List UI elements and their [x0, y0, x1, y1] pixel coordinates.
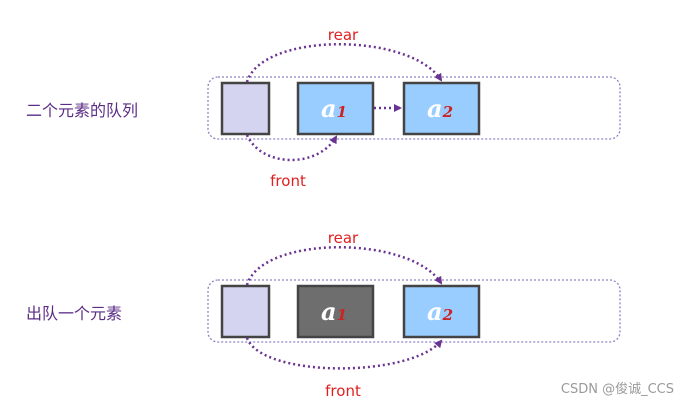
head-node-1	[220, 81, 271, 136]
front-pointer-arrow-1	[245, 134, 338, 162]
front-label-2: front	[325, 382, 361, 400]
head-node-2	[220, 284, 271, 339]
node-a1-label-2: a1	[321, 297, 347, 326]
queue-container-1	[207, 76, 621, 140]
watermark: CSDN @俊诚_CCS	[560, 382, 674, 397]
queue-node-a1	[296, 81, 375, 136]
rear-label-2: rear	[328, 229, 359, 247]
rear-pointer-arrow-2	[245, 246, 443, 286]
rear-pointer-arrow-1	[245, 43, 443, 83]
rear-label-1: rear	[328, 26, 359, 44]
node-a2-label: a2	[427, 94, 453, 123]
node-a1-label: a1	[321, 94, 347, 123]
front-label-1: front	[270, 172, 306, 190]
row-label-two-elements: 二个元素的队列	[26, 101, 139, 120]
queue-node-a2	[402, 81, 481, 136]
queue-node-a1-dequeued	[296, 284, 375, 339]
queue-container-2	[207, 279, 621, 343]
row-label-dequeue-one: 出队一个元素	[26, 304, 123, 323]
front-pointer-arrow-2	[245, 337, 443, 370]
node-a2-label-2: a2	[427, 297, 453, 326]
queue-row-2: a1 a2 rear front	[207, 229, 621, 400]
queue-row-1: a1 a2 rear front	[207, 26, 621, 190]
queue-node-a2-remaining	[402, 284, 481, 339]
